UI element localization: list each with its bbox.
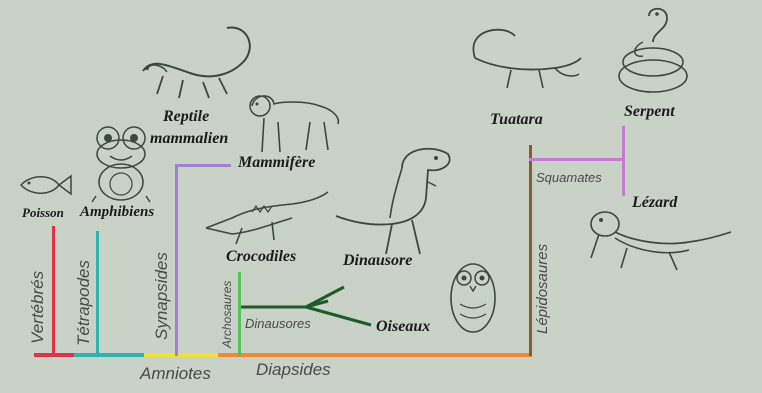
clade-amniotes: Amniotes xyxy=(140,364,211,384)
clade-lepidosaures: Lépidosaures xyxy=(534,244,551,334)
crocodile-icon xyxy=(202,188,332,248)
synapsides-top xyxy=(175,164,231,167)
label-oiseaux: Oiseaux xyxy=(376,318,430,336)
clade-diapsides: Diapsides xyxy=(256,360,331,380)
squamates-v xyxy=(622,126,625,196)
label-mammalien: mammalien xyxy=(150,130,228,148)
label-crocodiles: Crocodiles xyxy=(226,248,296,266)
dinosaur-icon xyxy=(332,138,462,258)
synapsides-stem xyxy=(175,164,178,356)
label-mammifere: Mammifère xyxy=(238,154,315,172)
mammal-icon xyxy=(244,88,344,156)
label-amphibiens: Amphibiens xyxy=(80,204,154,221)
clade-tetrapodes: Tétrapodes xyxy=(74,260,94,346)
vertebres-stem xyxy=(52,226,55,356)
clade-archosaures: Archosaures xyxy=(220,281,234,348)
tetrapodes-base xyxy=(74,353,144,357)
squamates-h xyxy=(529,158,623,161)
frog-icon xyxy=(88,124,154,204)
diapsides-base xyxy=(218,353,532,357)
clade-dinausores: Dinausores xyxy=(245,316,311,331)
snake-icon xyxy=(613,2,693,98)
fish-icon xyxy=(17,172,73,198)
amniotes-base xyxy=(144,353,218,357)
label-poisson: Poisson xyxy=(22,205,64,221)
lepidosaures-stem xyxy=(529,145,532,356)
clade-synapsides: Synapsides xyxy=(152,252,172,340)
clade-squamates: Squamates xyxy=(536,170,602,185)
label-reptile: Reptile xyxy=(163,108,209,126)
label-tuatara: Tuatara xyxy=(490,111,543,129)
label-serpent: Serpent xyxy=(624,103,675,121)
clade-vertebres: Vertébrés xyxy=(28,271,48,344)
owl-icon xyxy=(448,256,498,336)
tetrapodes-stem xyxy=(96,231,99,356)
lizard-icon xyxy=(585,202,735,276)
tuatara-icon xyxy=(455,18,585,98)
